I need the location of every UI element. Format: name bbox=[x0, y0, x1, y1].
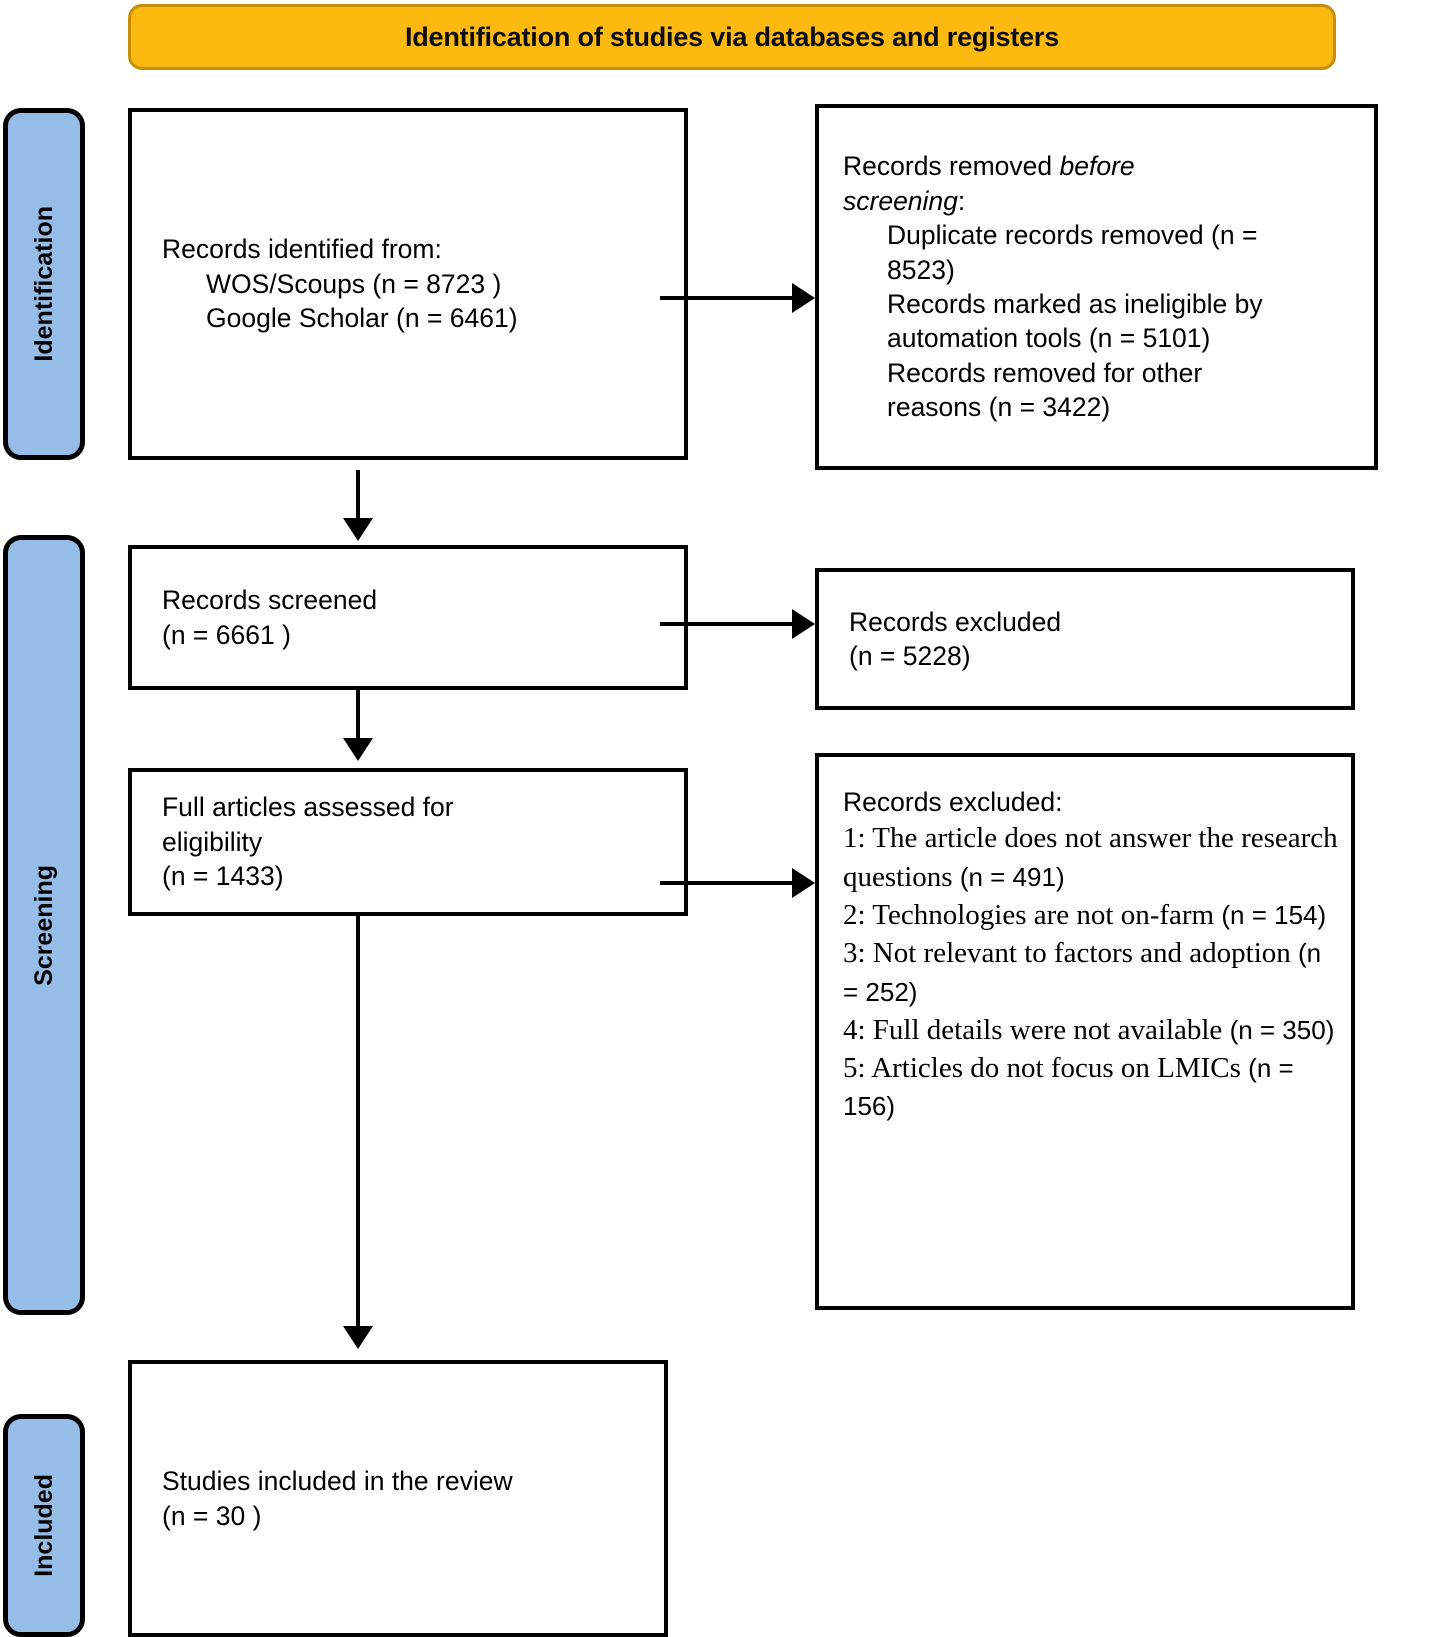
exclusion-reason-item: 4: Full details were not available (n = … bbox=[843, 1011, 1343, 1049]
box-records-screened: Records screened (n = 6661 ) bbox=[128, 545, 688, 690]
exclusion-reason-text: 3: Not relevant to factors and adoption bbox=[843, 937, 1299, 970]
box-records-excluded-eligibility: Records excluded: 1: The article does no… bbox=[815, 753, 1355, 1310]
records-screened-line-1: Records screened bbox=[162, 585, 378, 616]
eligibility-line-1: Full articles assessed for bbox=[162, 792, 454, 823]
records-screened-line-2: (n = 6661 ) bbox=[162, 619, 291, 650]
exclusion-reason-text: 1: The article does not answer the resea… bbox=[843, 822, 1338, 893]
exclusion-reason-text: 5: Articles do not focus on LMICs bbox=[843, 1052, 1249, 1085]
exclusion-reason-item: 5: Articles do not focus on LMICs (n = 1… bbox=[843, 1049, 1343, 1126]
box-records-removed-before-screening: Records removed before screening: Duplic… bbox=[815, 104, 1378, 470]
stage-label-included: Included bbox=[3, 1414, 85, 1637]
exclusion-reason-item: 2: Technologies are not on-farm (n = 154… bbox=[843, 896, 1343, 934]
studies-included-line-2: (n = 30 ) bbox=[162, 1500, 262, 1531]
records-removed-line-1-lead: Records removed bbox=[843, 151, 1060, 182]
box-records-identified: Records identified from: WOS/Scoups (n =… bbox=[128, 108, 688, 460]
arrow-down-icon bbox=[343, 738, 373, 761]
arrow-down-icon bbox=[343, 518, 373, 541]
records-removed-line-8: reasons (n = 3422) bbox=[887, 392, 1111, 423]
records-removed-line-1-italic: before bbox=[1059, 151, 1135, 182]
exclusion-reason-item: 3: Not relevant to factors and adoption … bbox=[843, 934, 1343, 1011]
eligibility-line-2: eligibility bbox=[162, 826, 263, 857]
connector-identified-to-screened bbox=[356, 470, 360, 520]
connector-eligibility-to-included bbox=[356, 916, 360, 1328]
records-excluded-detailed-heading: Records excluded: bbox=[843, 787, 1063, 817]
arrow-right-icon bbox=[792, 609, 815, 639]
records-identified-line-3: Google Scholar (n = 6461) bbox=[206, 303, 518, 334]
arrow-right-icon bbox=[792, 868, 815, 898]
stage-label-included-text: Included bbox=[29, 1474, 58, 1577]
connector-identified-to-removed bbox=[660, 296, 794, 300]
exclusion-reason-count: (n = 156) bbox=[843, 1053, 1294, 1122]
arrow-right-icon bbox=[792, 283, 815, 313]
records-removed-line-5: Records marked as ineligible by bbox=[887, 289, 1263, 319]
studies-included-line-1: Studies included in the review bbox=[162, 1466, 513, 1497]
records-identified-line-1: Records identified from: bbox=[162, 234, 442, 265]
diagram-title: Identification of studies via databases … bbox=[404, 21, 1060, 52]
stage-label-screening-text: Screening bbox=[29, 864, 58, 986]
connector-eligibility-to-excluded bbox=[660, 881, 794, 885]
records-removed-line-7: Records removed for other bbox=[887, 357, 1203, 388]
box-records-excluded-screening: Records excluded (n = 5228) bbox=[815, 568, 1355, 710]
records-removed-line-1: Records removed before bbox=[843, 149, 1368, 183]
exclusion-reason-text: 2: Technologies are not on-farm bbox=[843, 898, 1222, 931]
connector-screened-to-excluded bbox=[660, 622, 794, 626]
records-removed-line-2-colon: : bbox=[957, 185, 966, 216]
records-identified-line-2: WOS/Scoups (n = 8723 ) bbox=[206, 268, 502, 299]
eligibility-line-3: (n = 1433) bbox=[162, 861, 284, 892]
stage-label-identification: Identification bbox=[3, 108, 85, 460]
records-removed-line-4: 8523) bbox=[887, 254, 955, 285]
records-removed-line-2-italic: screening bbox=[843, 185, 958, 216]
records-removed-line-3: Duplicate records removed (n = bbox=[887, 220, 1258, 251]
stage-label-identification-text: Identification bbox=[29, 206, 58, 362]
exclusion-reason-text: 4: Full details were not available bbox=[843, 1013, 1230, 1046]
exclusion-reason-count: (n = 252) bbox=[843, 938, 1322, 1007]
exclusion-reason-item: 1: The article does not answer the resea… bbox=[843, 819, 1343, 896]
exclusion-reason-count: (n = 491) bbox=[959, 861, 1065, 892]
records-excluded-simple-line-2: (n = 5228) bbox=[849, 641, 971, 671]
stage-label-screening: Screening bbox=[3, 535, 85, 1315]
records-excluded-simple-line-1: Records excluded bbox=[849, 606, 1062, 637]
exclusion-reason-count: (n = 350) bbox=[1229, 1014, 1335, 1045]
records-removed-line-6: automation tools (n = 5101) bbox=[887, 323, 1211, 354]
diagram-header-banner: Identification of studies via databases … bbox=[128, 4, 1336, 70]
box-full-articles-assessed: Full articles assessed for eligibility (… bbox=[128, 768, 688, 916]
arrow-down-icon bbox=[343, 1326, 373, 1349]
box-studies-included: Studies included in the review (n = 30 ) bbox=[128, 1360, 668, 1637]
exclusion-reason-count: (n = 154) bbox=[1221, 899, 1327, 930]
connector-screened-to-eligibility bbox=[356, 690, 360, 740]
records-removed-line-2: screening: bbox=[843, 184, 1368, 218]
